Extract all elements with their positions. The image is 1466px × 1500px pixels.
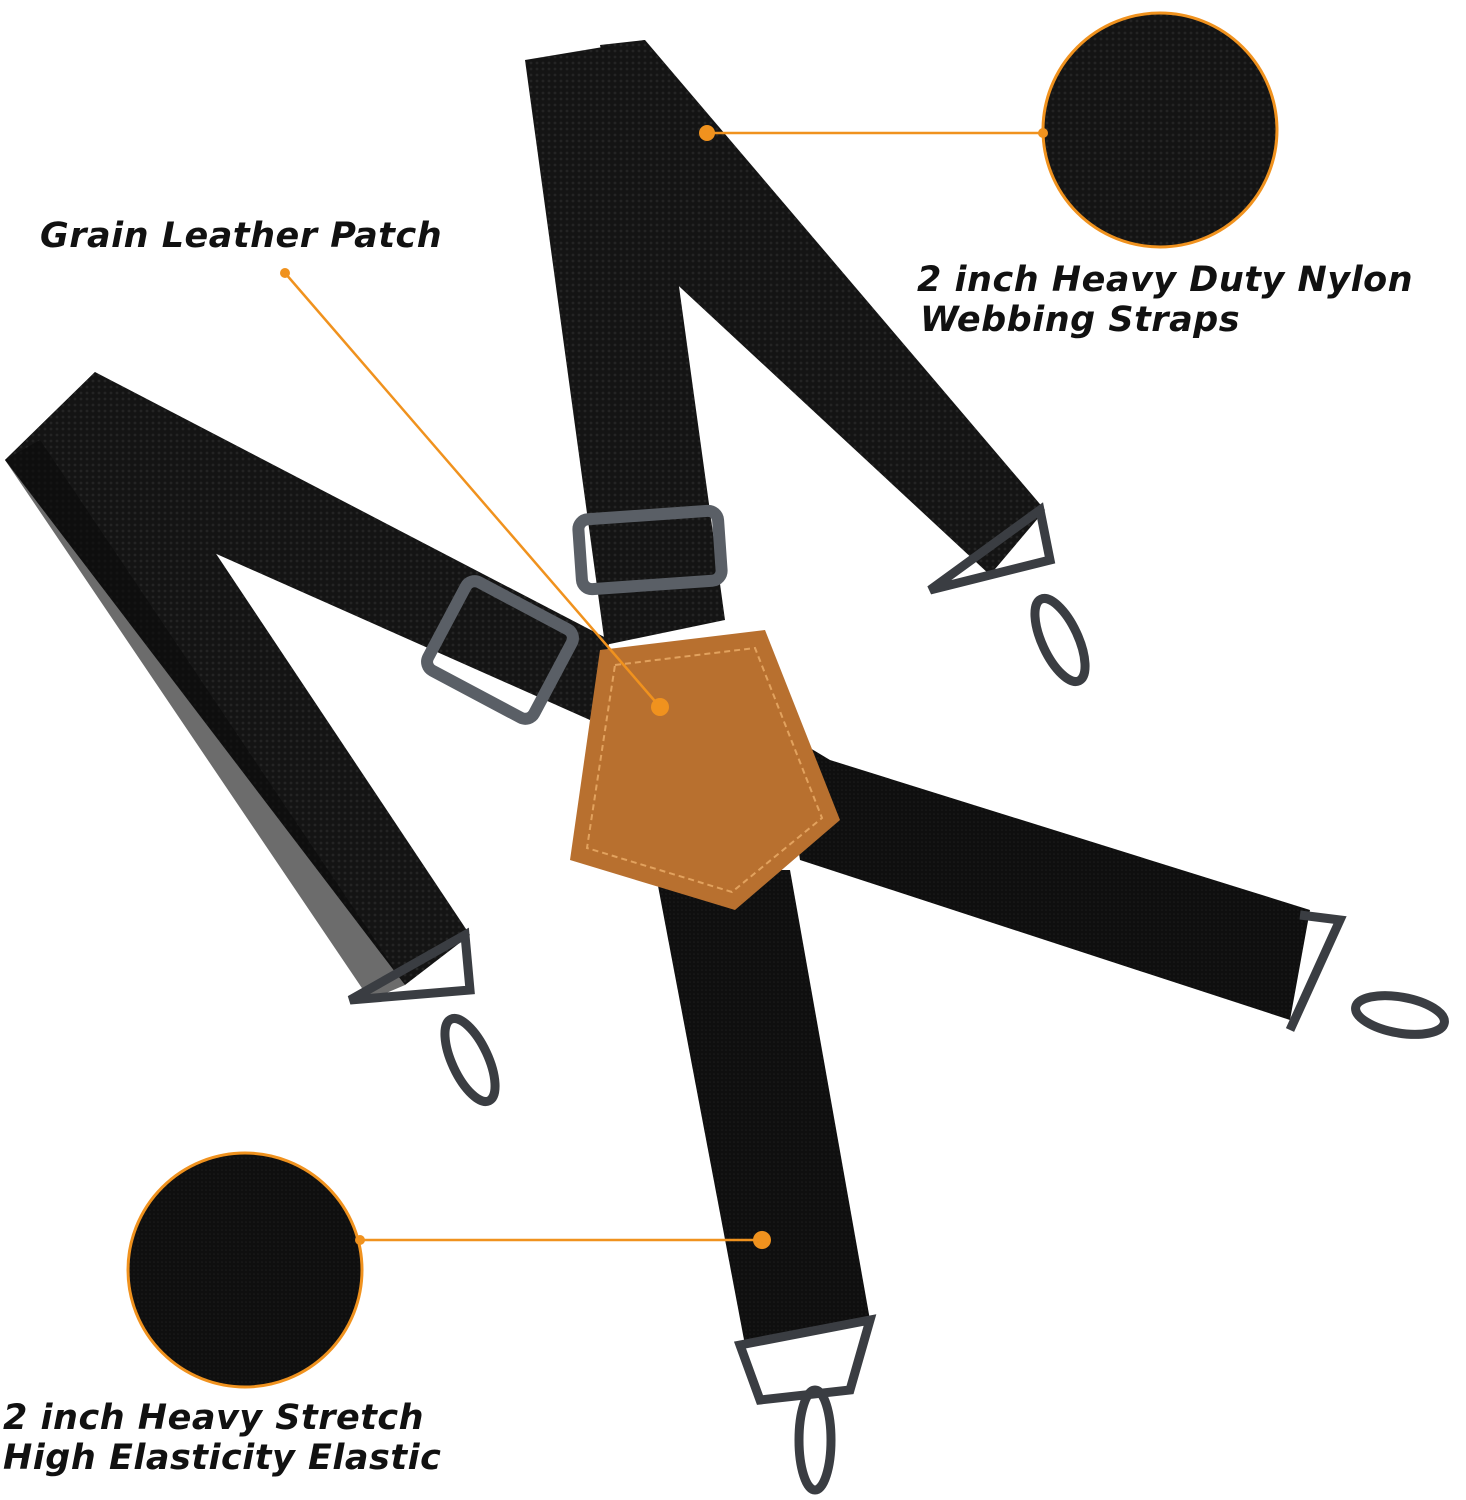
strap-adjuster — [572, 504, 728, 596]
right-strap — [525, 40, 1045, 645]
leather-patch — [570, 630, 840, 910]
elastic-texture-closeup — [126, 1151, 364, 1389]
strap-adjuster — [421, 575, 579, 725]
left-strap — [5, 372, 610, 1000]
callout-lines — [284, 131, 1043, 1242]
elastic-label-line1: 2 inch Heavy Stretch — [3, 1398, 425, 1438]
swivel-clips — [347, 502, 1449, 1495]
elastic-strap — [655, 730, 1310, 1345]
elastic-label-line2: High Elasticity Elastic — [3, 1438, 442, 1478]
nylon-texture-closeup — [1041, 11, 1279, 249]
nylon-label-line2: Webbing Straps — [920, 300, 1241, 340]
leather-patch-label: Grain Leather Patch — [40, 216, 443, 256]
nylon-label-line1: 2 inch Heavy Duty Nylon — [917, 260, 1414, 300]
callout-dots — [280, 125, 1048, 1249]
